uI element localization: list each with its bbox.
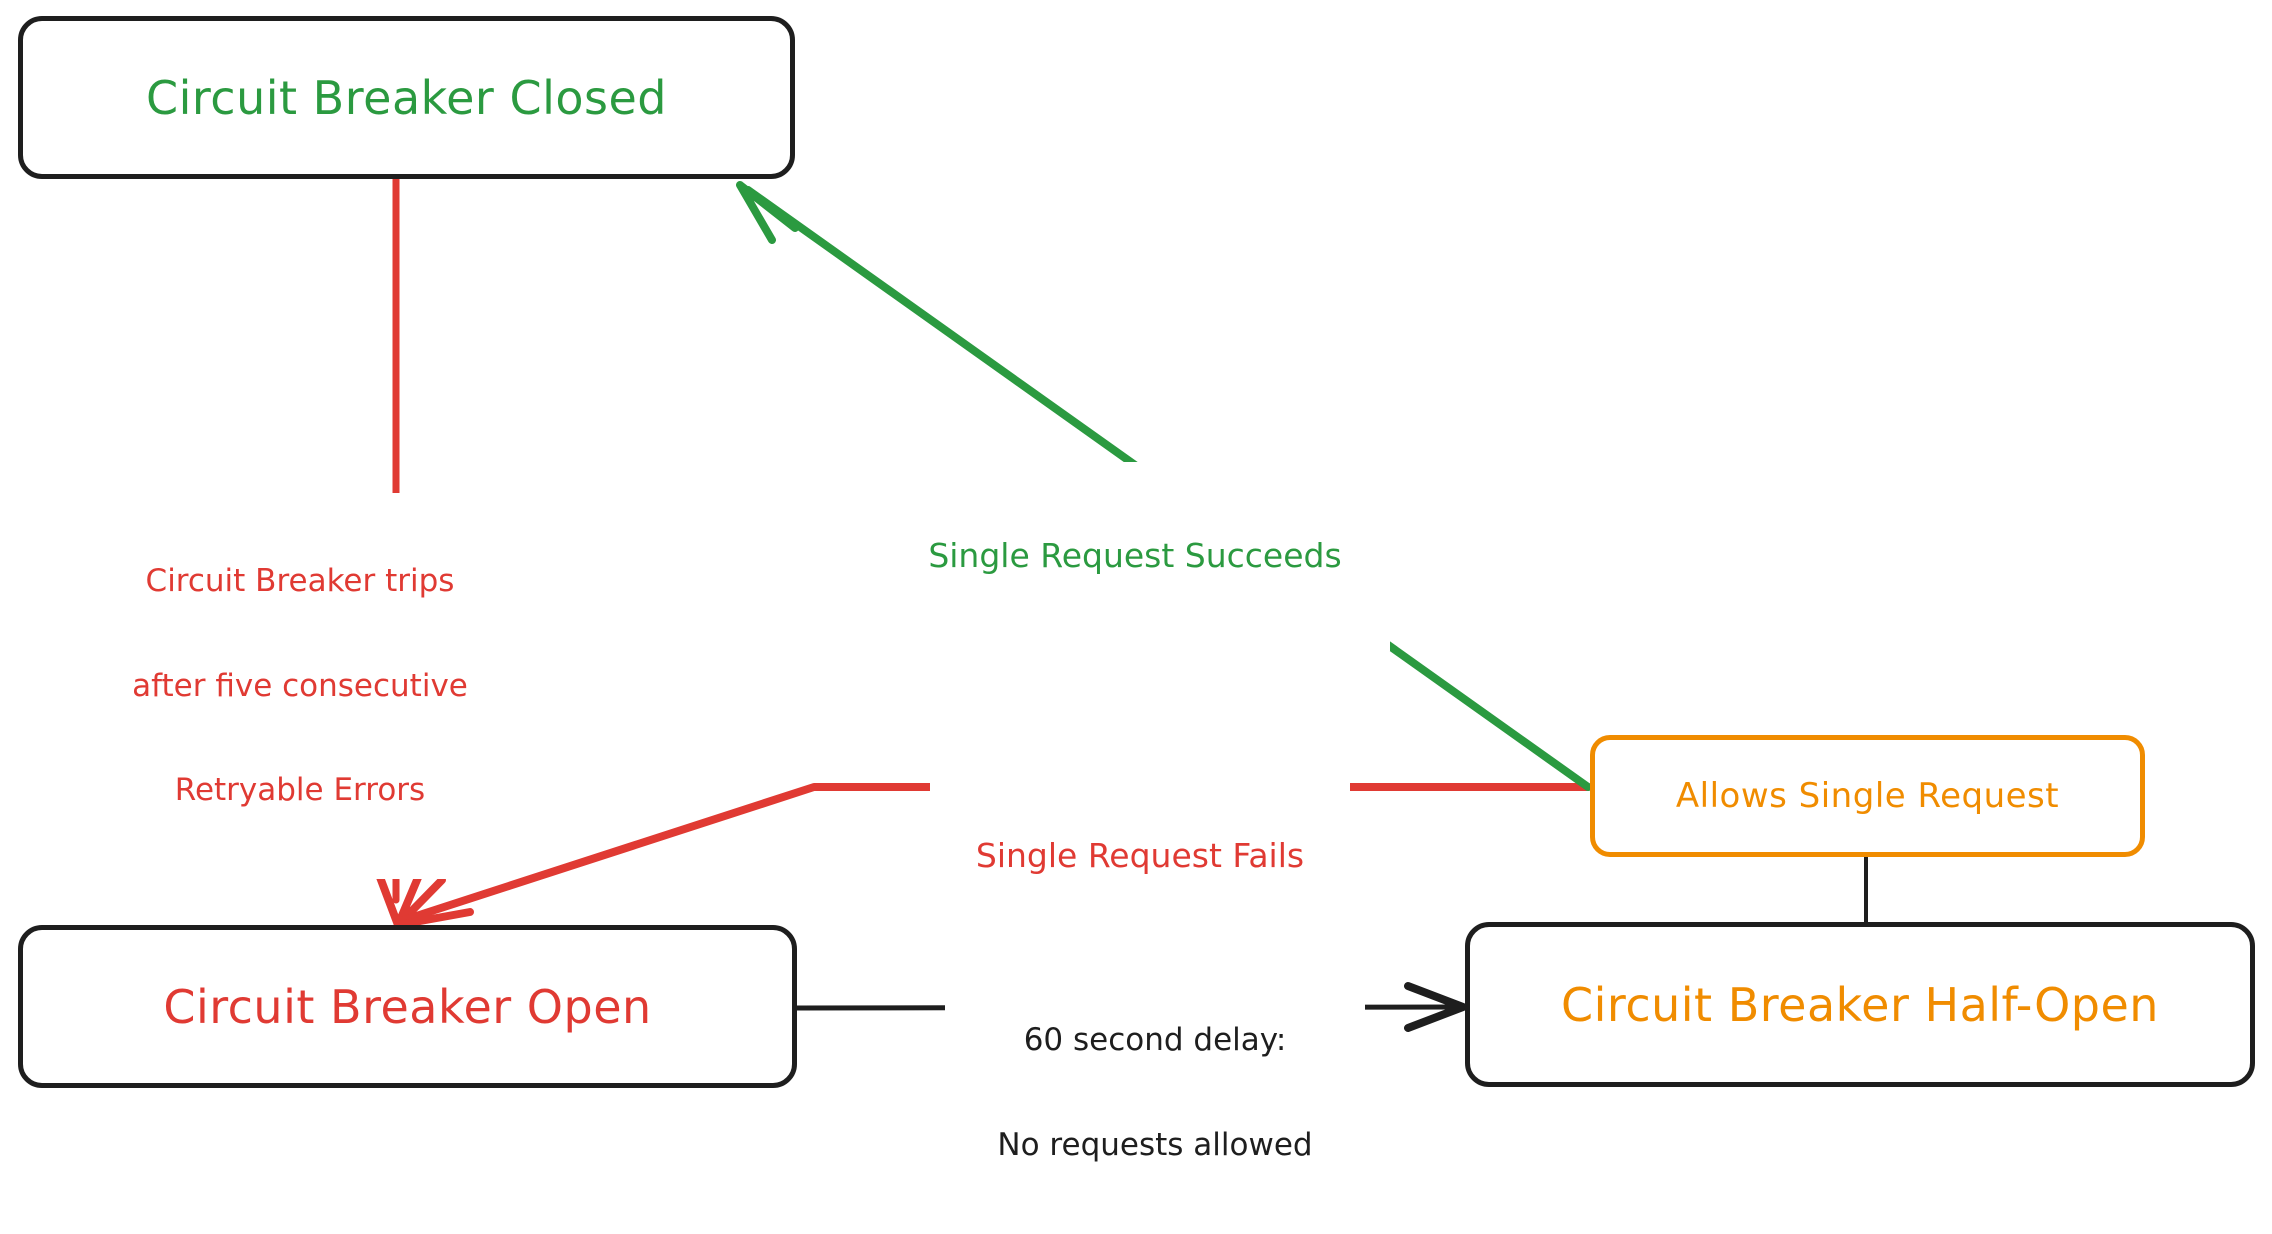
node-allows-single-request-label: Allows Single Request	[1675, 776, 2060, 816]
edge-label-closed-to-open: Circuit Breaker trips after five consecu…	[120, 493, 480, 879]
edge-label-allows-to-open-line-1: Single Request Fails	[975, 835, 1305, 875]
edge-label-open-to-half-open-line-1: 60 second delay:	[1023, 1022, 1287, 1059]
edge-label-closed-to-open-line-1: Circuit Breaker trips	[145, 563, 455, 600]
edge-label-allows-to-open: Single Request Fails	[930, 762, 1350, 951]
edge-label-closed-to-open-line-3: Retryable Errors	[174, 771, 426, 808]
node-allows-single-request[interactable]: Allows Single Request	[1590, 735, 2145, 857]
node-circuit-breaker-closed-label: Circuit Breaker Closed	[146, 70, 667, 125]
edge-label-open-to-half-open: 60 second delay: No requests allowed	[945, 952, 1365, 1234]
edge-label-allows-to-closed: Single Request Succeeds	[880, 462, 1390, 651]
edge-label-closed-to-open-line-2: after five consecutive	[132, 667, 468, 704]
arrowhead-into-closed	[736, 181, 799, 244]
diagram-canvas: Circuit Breaker Closed Circuit Breaker O…	[18, 16, 2255, 1162]
edge-label-open-to-half-open-line-2: No requests allowed	[997, 1126, 1313, 1163]
node-circuit-breaker-closed[interactable]: Circuit Breaker Closed	[18, 16, 795, 179]
edge-label-allows-to-closed-line-1: Single Request Succeeds	[928, 535, 1342, 575]
arrowhead-into-half-open	[1404, 982, 1467, 1032]
node-circuit-breaker-half-open-label: Circuit Breaker Half-Open	[1561, 977, 2159, 1032]
node-circuit-breaker-open-label: Circuit Breaker Open	[163, 979, 652, 1034]
node-circuit-breaker-open[interactable]: Circuit Breaker Open	[18, 925, 797, 1088]
node-circuit-breaker-half-open[interactable]: Circuit Breaker Half-Open	[1465, 922, 2255, 1087]
